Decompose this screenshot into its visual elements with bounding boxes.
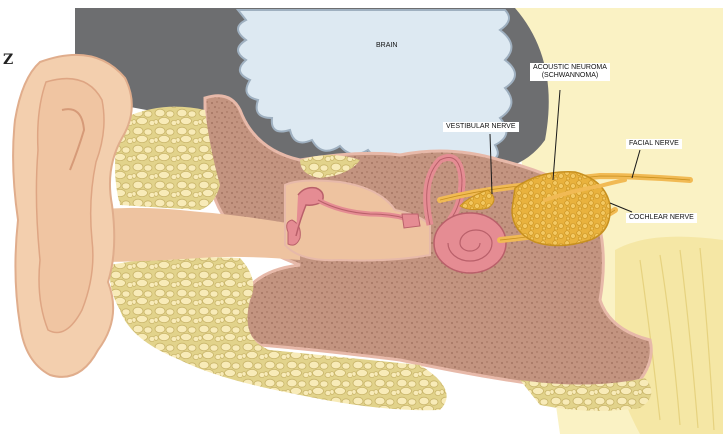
corner-letter: Z (3, 52, 13, 68)
label-acoustic-neuroma-line1: ACOUSTIC NEUROMA (533, 64, 607, 72)
label-vestibular-nerve: VESTIBULAR NERVE (443, 122, 519, 132)
acoustic-neuroma (512, 172, 610, 246)
cochlea (434, 213, 506, 273)
stapes (402, 214, 420, 228)
label-acoustic-neuroma: ACOUSTIC NEUROMA (SCHWANNOMA) (530, 63, 610, 81)
label-facial-nerve: FACIAL NERVE (626, 139, 682, 149)
mastoid-air-cells-upper (115, 107, 220, 210)
label-brain: BRAIN (376, 42, 397, 50)
label-cochlear-nerve: COCHLEAR NERVE (626, 213, 697, 223)
label-acoustic-neuroma-line2: (SCHWANNOMA) (533, 72, 607, 80)
